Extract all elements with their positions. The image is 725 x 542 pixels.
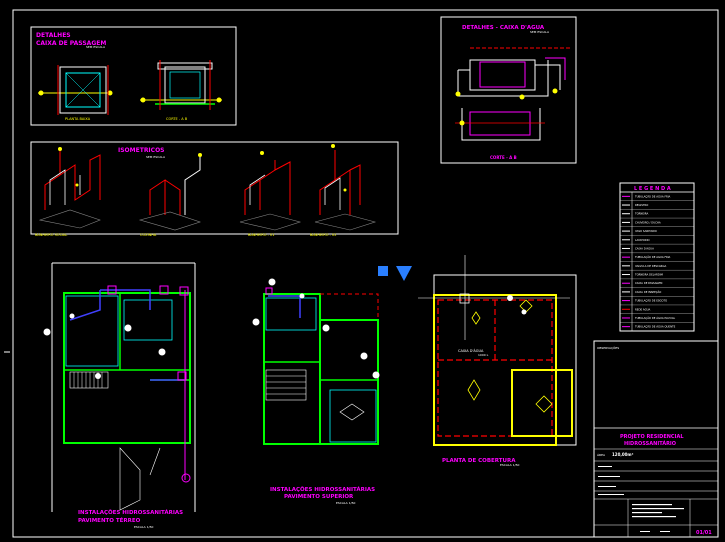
passage-title-2: CAIXA DE PASSAGEM bbox=[36, 40, 106, 47]
legend-item-label: CAIXA DE PASSAGEM bbox=[635, 281, 662, 285]
iso-label-1: BANHEIRO SOCIAL bbox=[35, 233, 67, 237]
sheet-number: 01/01 bbox=[696, 530, 712, 536]
area-value: 120,00m² bbox=[612, 452, 634, 457]
ground-scale: ESCALA 1/50 bbox=[134, 525, 154, 529]
upper-title-1: INSTALAÇÕES HIDROSSANITÁRIAS bbox=[270, 486, 375, 493]
passage-section-label: CORTE - A B bbox=[166, 117, 188, 121]
plan-upper-floor: INSTALAÇÕES HIDROSSANITÁRIAS PAVIMENTO S… bbox=[252, 278, 380, 505]
roof-marker-triangle-icon bbox=[396, 266, 412, 281]
tank-title: DETALHES - CAIXA D'AGUA bbox=[462, 25, 545, 31]
legend-item-label: TUBULAÇÃO DE ÁGUA QUENTE bbox=[635, 324, 676, 329]
detail-water-tank: DETALHES - CAIXA D'AGUA SEM ESCALA CORTE… bbox=[440, 16, 577, 164]
project-subheader: HIDROSSANITÁRIO bbox=[624, 440, 676, 447]
iso-label-2: COZINHA bbox=[140, 233, 157, 237]
tank-scale: SEM ESCALA bbox=[530, 30, 550, 34]
legend-item-label: TORNEIRA DE JARDIM bbox=[635, 273, 663, 277]
legend-item-label: TUBULAÇÃO DE AGUA FRIA bbox=[635, 254, 671, 259]
legend-item-label: CHUVEIRO / DUCHA bbox=[635, 220, 661, 224]
legend-item-label: TUBULAÇÃO DE AGUA FRIA bbox=[635, 193, 671, 198]
detail-isometrics: ISOMETRICOS SEM ESCALA BANHEIRO SOCIAL C… bbox=[30, 141, 399, 237]
legend-item-label: REDE ÁGUA bbox=[635, 306, 651, 311]
detail-passage-box: DETALHES CAIXA DE PASSAGEM SEM ESCALA PL… bbox=[30, 26, 237, 126]
sheet-border bbox=[12, 9, 719, 538]
upper-title-2: PAVIMENTO SUPERIOR bbox=[284, 494, 354, 500]
legend-item-label: REGISTRO bbox=[635, 203, 648, 207]
project-header: PROJETO RESIDENCIAL bbox=[620, 434, 684, 440]
legend-item-label: LAVATORIO bbox=[635, 238, 650, 242]
roof-title: PLANTA DE COBERTURA bbox=[442, 458, 516, 464]
roof-scale: ESCALA 1/50 bbox=[500, 463, 520, 467]
title-block: OBSERVAÇÕES PROJETO RESIDENCIAL HIDROSSA… bbox=[593, 340, 719, 538]
passage-plan-label: PLANTA BAIXA bbox=[65, 117, 91, 121]
passage-scale: SEM ESCALA bbox=[86, 45, 106, 49]
area-label: ÁREA bbox=[597, 452, 606, 457]
legend: L E G E N D A TUBULAÇÃO DE AGUA FRIA REGI… bbox=[619, 182, 695, 332]
legend-item-label: CAIXA D'AGUA bbox=[635, 246, 654, 250]
legend-item-label: TUBULAÇÃO DE ESGOTO bbox=[635, 298, 667, 303]
isometrics-scale: SEM ESCALA bbox=[146, 155, 166, 159]
plan-roof: CAIXA D'ÁGUA 1000 L PLANTA DE COBERTURA … bbox=[418, 255, 577, 467]
legend-item-label: VASO SANITARIO bbox=[635, 229, 657, 233]
roof-note-2: 1000 L bbox=[478, 353, 489, 357]
iso-label-3: BANHEIRO - 01 bbox=[248, 233, 274, 237]
upper-scale: ESCALA 1/50 bbox=[336, 501, 356, 505]
isometrics-title: ISOMETRICOS bbox=[118, 147, 165, 154]
legend-item-label: VALVULA DE DESCARGA bbox=[635, 264, 666, 268]
iso-label-4: BANHEIRO - 02 bbox=[310, 233, 336, 237]
roof-marker-square-icon bbox=[378, 266, 388, 276]
roof-note-1: CAIXA D'ÁGUA bbox=[458, 348, 484, 353]
passage-title-1: DETALHES bbox=[36, 32, 71, 39]
legend-item-label: TORNEIRA bbox=[635, 212, 648, 216]
legend-item-label: CAIXA DE INSPEÇÃO bbox=[635, 289, 661, 294]
ground-title-2: PAVIMENTO TÉRREO bbox=[78, 516, 141, 524]
legend-item-label: TUBULAÇÃO DE ÁGUA PLUVIAL bbox=[635, 315, 676, 320]
ground-title-1: INSTALAÇÕES HIDROSSANITÁRIAS bbox=[78, 509, 183, 516]
tank-section-label: CORTE - A B bbox=[490, 155, 517, 160]
plan-ground-floor: INSTALAÇÕES HIDROSSANITÁRIAS PAVIMENTO T… bbox=[43, 262, 196, 529]
notes-label: OBSERVAÇÕES bbox=[597, 345, 619, 350]
legend-title: L E G E N D A bbox=[634, 186, 671, 192]
